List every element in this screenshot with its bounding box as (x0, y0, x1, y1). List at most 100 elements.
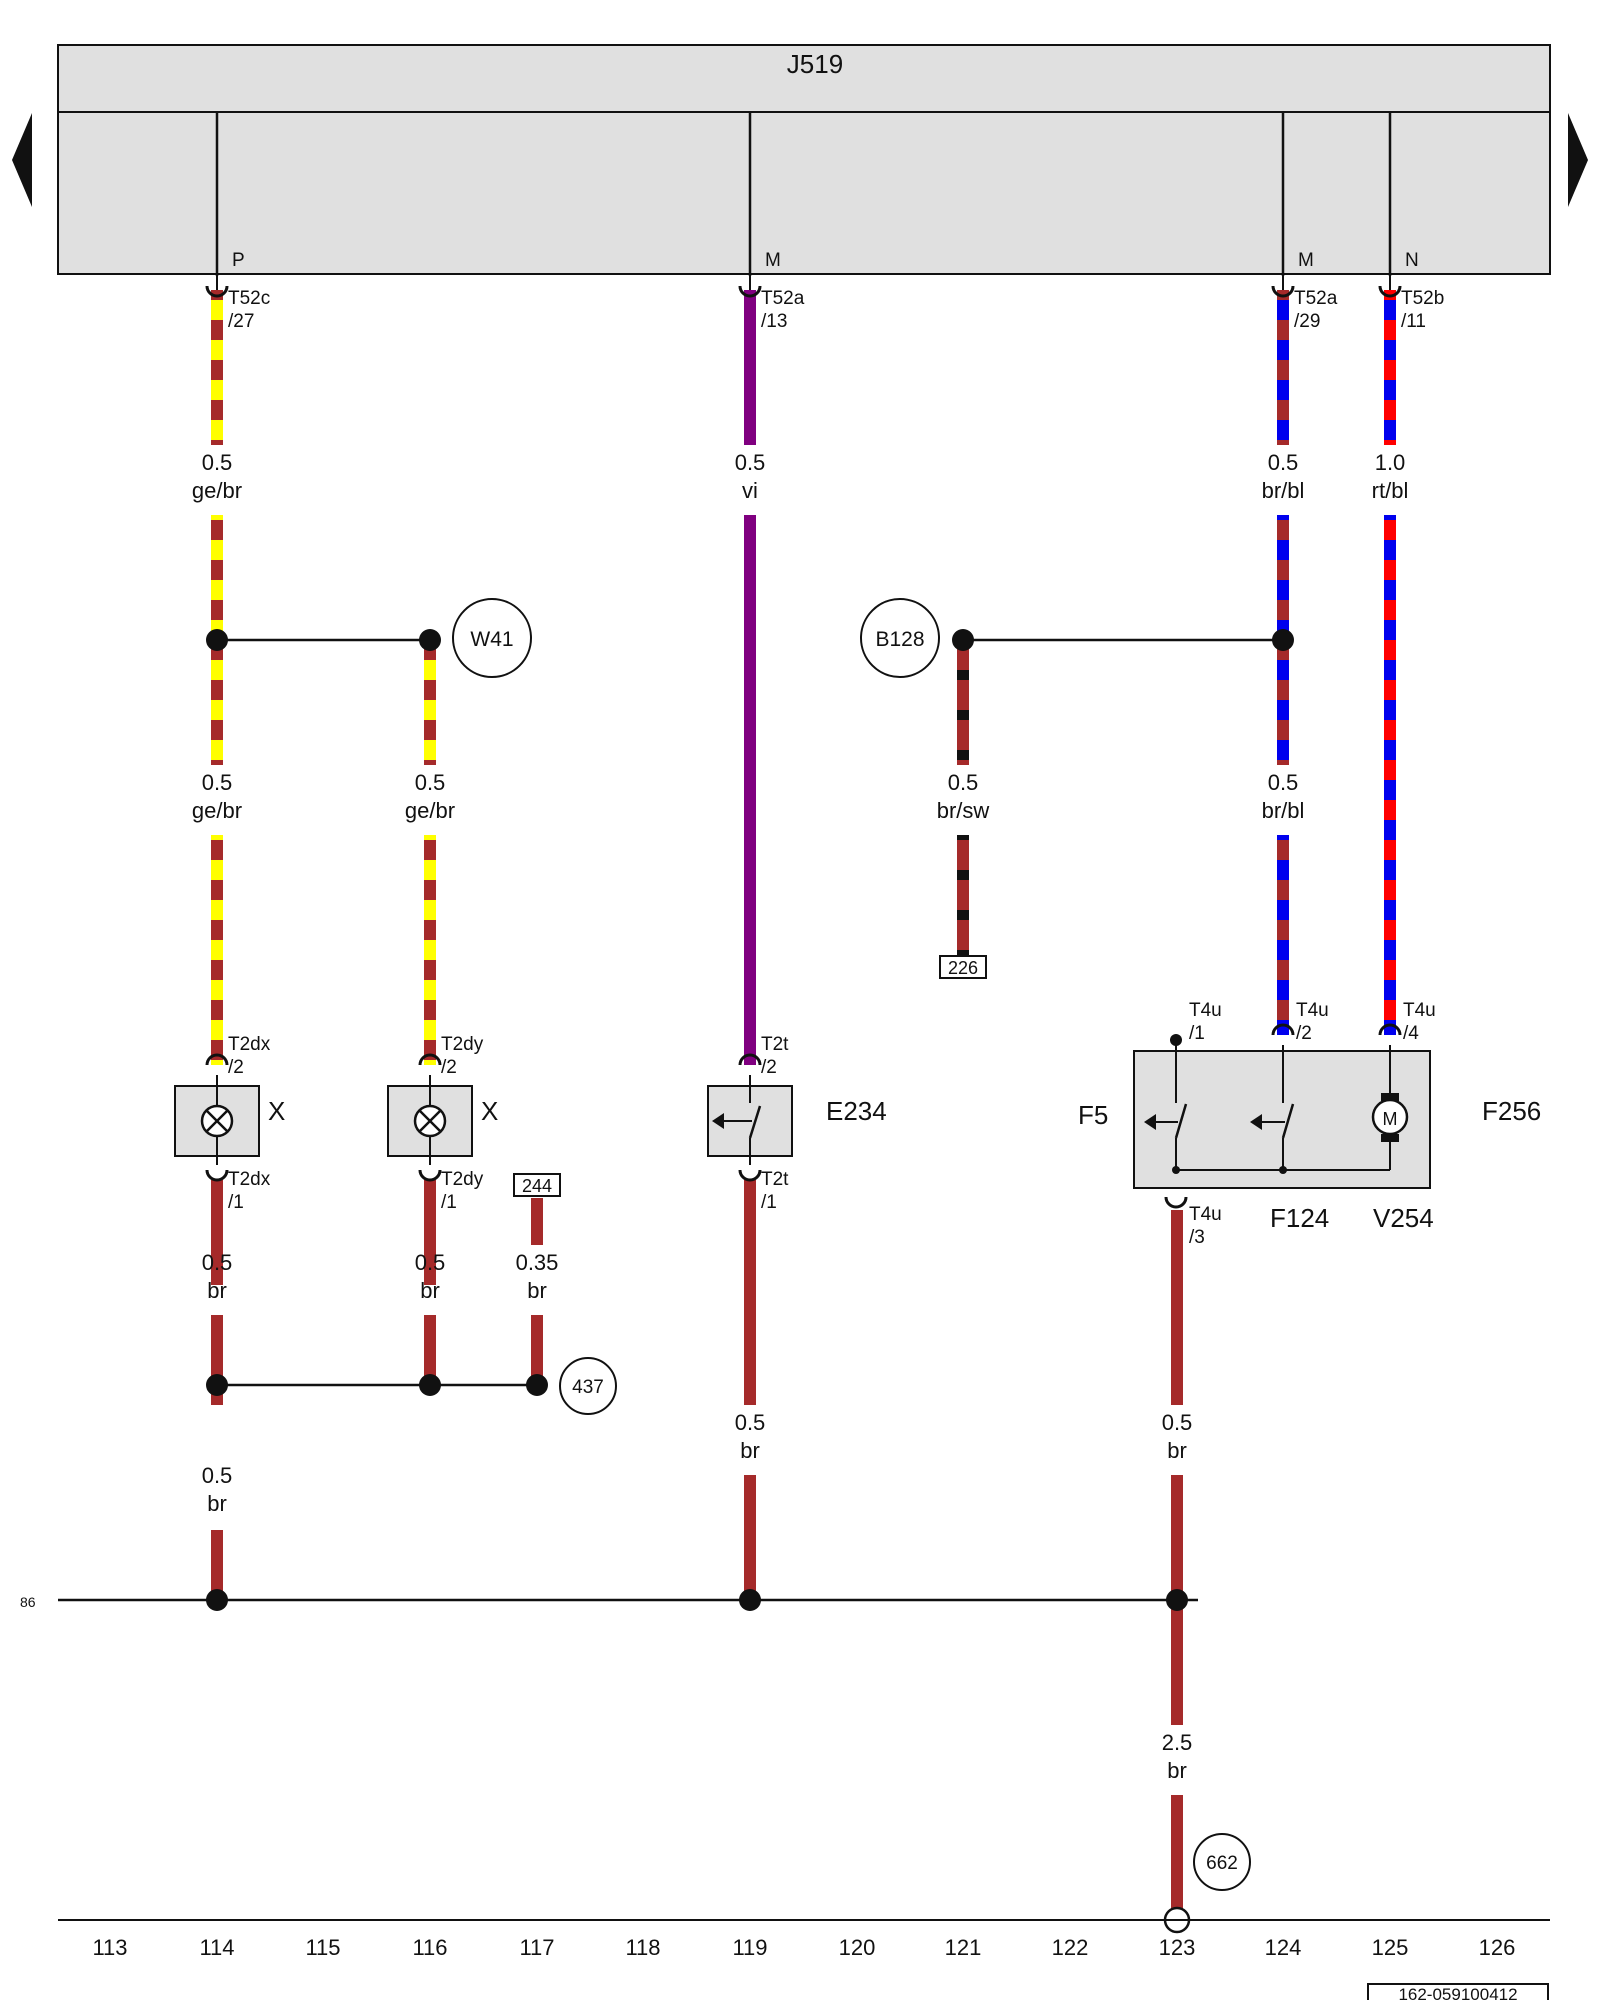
ref-b128[interactable]: B128 (860, 598, 940, 678)
motor-letter: M (1383, 1109, 1398, 1129)
wire-color: ge/br (192, 478, 242, 503)
wire-color: br/bl (1262, 478, 1305, 503)
module-f256: M F256 F5 F124 V254 (1078, 1040, 1541, 1233)
switch-e234: E234 (707, 1075, 887, 1165)
svg-text:/27: /27 (228, 311, 254, 332)
column-numbers: 113 114 115 116 117 118 119 120 121 122 … (92, 1935, 1515, 1960)
svg-text:/1: /1 (761, 1192, 777, 1213)
wire-size: 0.5 (202, 1250, 233, 1275)
column-number: 114 (199, 1935, 234, 1960)
junction-dots (206, 629, 1294, 1396)
wire-size: 0.5 (1162, 1410, 1193, 1435)
diagram-code: 162-059100412 (1398, 1985, 1517, 2000)
wire-color: br/bl (1262, 798, 1305, 823)
lamp-label-114: X (268, 1096, 285, 1126)
lamp-x-114: X (174, 1075, 285, 1165)
svg-text:/4: /4 (1403, 1023, 1419, 1044)
column-number: 121 (945, 1935, 982, 1960)
wire-size: 0.5 (415, 770, 446, 795)
pin-label-n: N (1405, 250, 1419, 271)
svg-text:244: 244 (522, 1176, 552, 1196)
wire-size: 2.5 (1162, 1730, 1193, 1755)
column-number: 126 (1479, 1935, 1516, 1960)
next-page-arrow[interactable] (1568, 113, 1588, 207)
motor-icon (1371, 1098, 1409, 1136)
wire-size: 0.5 (1268, 450, 1299, 475)
wire-column-121 (957, 640, 969, 955)
wire-size: 0.5 (1268, 770, 1299, 795)
wire-color: br/sw (937, 798, 990, 823)
svg-text:/2: /2 (761, 1057, 777, 1078)
diagram-code-box: 162-059100412 (1367, 1983, 1549, 2000)
switch-f124-label: F124 (1270, 1203, 1329, 1233)
ground-bus-label: 86 (20, 1594, 36, 1610)
control-unit-name: J519 (787, 49, 843, 79)
lamp-label-116: X (481, 1096, 498, 1126)
wire-color: br (1167, 1758, 1187, 1783)
ref-box-244[interactable]: 244 (513, 1173, 561, 1197)
svg-text:662: 662 (1206, 1853, 1238, 1874)
column-number: 123 (1159, 1935, 1196, 1960)
column-number: 124 (1265, 1935, 1302, 1960)
wire-size: 0.5 (202, 1463, 233, 1488)
wire-color: vi (742, 478, 758, 503)
connector-labels: T52c /27 T52a /13 T52a /29 T52b /11 T2dx… (228, 288, 1444, 1248)
svg-text:T2dy: T2dy (441, 1034, 484, 1055)
wire-column-123 (1171, 1210, 1183, 1915)
svg-text:/13: /13 (761, 311, 787, 332)
wire-color: br (1167, 1438, 1187, 1463)
wire-size: 0.5 (202, 770, 233, 795)
svg-text:/2: /2 (441, 1057, 457, 1078)
wire-size: 0.5 (415, 1250, 446, 1275)
column-number: 122 (1052, 1935, 1089, 1960)
switch-contact-icon (748, 1105, 762, 1139)
ref-437[interactable]: 437 (559, 1357, 617, 1415)
wire-column-116 (424, 640, 436, 1385)
svg-text:/11: /11 (1401, 311, 1426, 332)
wire-size: 0.35 (516, 1250, 559, 1275)
wire-column-124 (1277, 276, 1289, 1035)
svg-text:/1: /1 (1189, 1023, 1205, 1044)
svg-text:/2: /2 (228, 1057, 244, 1078)
wire-size: 0.5 (735, 1410, 766, 1435)
column-number: 116 (412, 1935, 447, 1960)
svg-text:/1: /1 (441, 1192, 457, 1213)
wire-color: ge/br (405, 798, 455, 823)
svg-text:226: 226 (948, 958, 978, 978)
column-number: 119 (732, 1935, 767, 1960)
column-number: 120 (839, 1935, 876, 1960)
ref-662[interactable]: 662 (1193, 1833, 1251, 1891)
svg-text:T2dx: T2dx (228, 1169, 271, 1190)
ref-box-226[interactable]: 226 (939, 955, 987, 979)
control-unit-body (57, 111, 1551, 275)
svg-text:T4u: T4u (1189, 1000, 1222, 1021)
ground-bus-86: 86 (20, 1589, 1198, 1611)
wire-size: 0.5 (202, 450, 233, 475)
wire-size: 0.5 (735, 450, 766, 475)
ref-w41[interactable]: W41 (452, 598, 532, 678)
wire-column-125 (1384, 276, 1396, 1035)
motor-v254-label: V254 (1373, 1203, 1434, 1233)
lamp-x-116: X (387, 1075, 498, 1165)
wire-color: br (527, 1278, 547, 1303)
column-number: 118 (625, 1935, 660, 1960)
wire-color: br (207, 1491, 227, 1516)
svg-text:T2t: T2t (761, 1169, 789, 1190)
svg-text:T2dx: T2dx (228, 1034, 271, 1055)
splice-lines (217, 638, 1283, 1387)
wire-size: 1.0 (1375, 450, 1406, 475)
connector-symbols (205, 285, 1402, 1209)
previous-page-arrow[interactable] (12, 113, 32, 207)
svg-text:/2: /2 (1296, 1023, 1312, 1044)
column-number: 113 (92, 1935, 127, 1960)
svg-text:T52a: T52a (761, 288, 805, 309)
pin-label-m-124: M (1298, 250, 1314, 271)
control-unit-j519: J519 P M M N (57, 44, 1551, 276)
svg-text:T4u: T4u (1403, 1000, 1436, 1021)
wire-color: ge/br (192, 798, 242, 823)
wire-labels: 0.5 ge/br 0.5 vi 0.5 br/bl 1.0 rt/bl 0.5… (192, 450, 1408, 1783)
svg-text:437: 437 (572, 1377, 604, 1398)
wire-column-119 (744, 276, 756, 1600)
switch-label: E234 (826, 1096, 887, 1126)
